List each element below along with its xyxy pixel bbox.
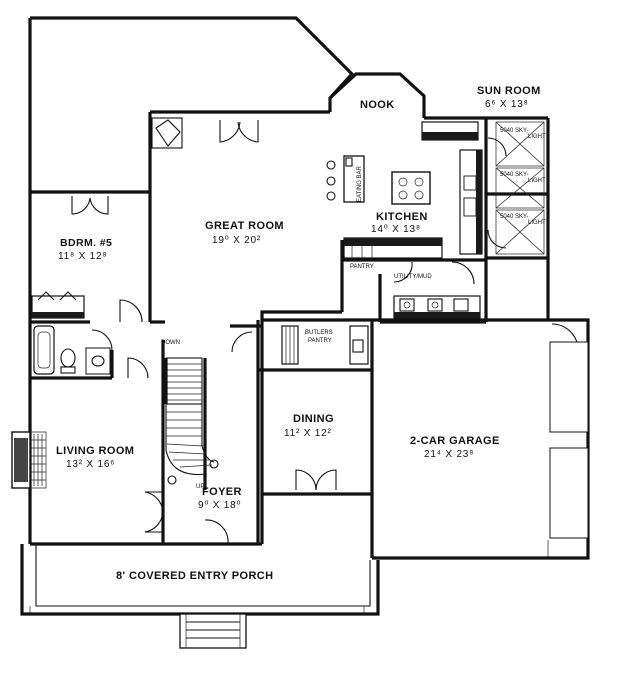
dining-dims: 11² X 12² bbox=[284, 428, 332, 439]
skylight-labels: 5040 SKY- LIGHT 5040 SKY- LIGHT 5040 SKY… bbox=[500, 128, 546, 226]
utility-fixtures bbox=[393, 295, 481, 319]
great-room-label: GREAT ROOM bbox=[205, 220, 284, 232]
living-room-dims: 13² X 16⁶ bbox=[66, 459, 115, 470]
foyer-dims: 9⁰ X 18⁰ bbox=[198, 500, 241, 511]
butlers-pantry-fixtures bbox=[281, 325, 369, 365]
nook-label: NOOK bbox=[360, 99, 395, 111]
bath-fixtures bbox=[33, 325, 111, 375]
skylight-2-label-2: LIGHT bbox=[528, 178, 546, 184]
garage-dims: 21⁴ X 23⁸ bbox=[424, 449, 474, 460]
corner-fireplace bbox=[151, 117, 183, 149]
living-room-fireplace bbox=[11, 431, 47, 489]
kitchen-label: KITCHEN bbox=[376, 211, 428, 223]
garage-label: 2-CAR GARAGE bbox=[410, 435, 500, 447]
butlers-pantry-label: PANTRY bbox=[308, 338, 332, 344]
stair-down-label: DOWN bbox=[161, 340, 180, 346]
bedroom5-label: BDRM. #5 bbox=[60, 237, 112, 249]
skylight-1-label: 5040 SKY- bbox=[500, 128, 528, 134]
sun-room-label: SUN ROOM bbox=[477, 85, 541, 97]
foyer-label: FOYER bbox=[202, 486, 242, 498]
bedroom-bench bbox=[31, 291, 85, 319]
porch-label: 8' COVERED ENTRY PORCH bbox=[116, 570, 274, 582]
great-room-dims: 19⁰ X 20² bbox=[212, 235, 261, 246]
covered-porch bbox=[20, 544, 380, 649]
dining-label: DINING bbox=[293, 413, 334, 425]
sun-room-dims: 6⁶ X 13⁸ bbox=[485, 99, 529, 110]
kitchen-dims: 14⁰ X 13⁸ bbox=[371, 224, 421, 235]
skylight-3-label-2: LIGHT bbox=[528, 220, 546, 226]
staircase bbox=[164, 357, 219, 485]
kitchen-fixtures bbox=[326, 121, 483, 259]
living-room-label: LIVING ROOM bbox=[56, 445, 134, 457]
skylight-3-label: 5040 SKY- bbox=[500, 214, 528, 220]
eating-bar-label: EATING BAR bbox=[357, 165, 363, 202]
pantry-label: PANTRY bbox=[350, 264, 374, 270]
bedroom5-dims: 11⁸ X 12⁸ bbox=[58, 251, 107, 262]
skylight-1-label-2: LIGHT bbox=[528, 134, 546, 140]
butlers-label: BUTLERS bbox=[305, 330, 333, 336]
garage-details bbox=[547, 341, 589, 558]
doors bbox=[71, 120, 579, 545]
utility-label: UTILITY/MUD bbox=[394, 274, 432, 280]
skylight-2-label: 5040 SKY- bbox=[500, 172, 528, 178]
exterior-walls bbox=[28, 16, 590, 560]
skylights bbox=[495, 121, 545, 255]
stair-up-label: UP bbox=[196, 484, 204, 490]
